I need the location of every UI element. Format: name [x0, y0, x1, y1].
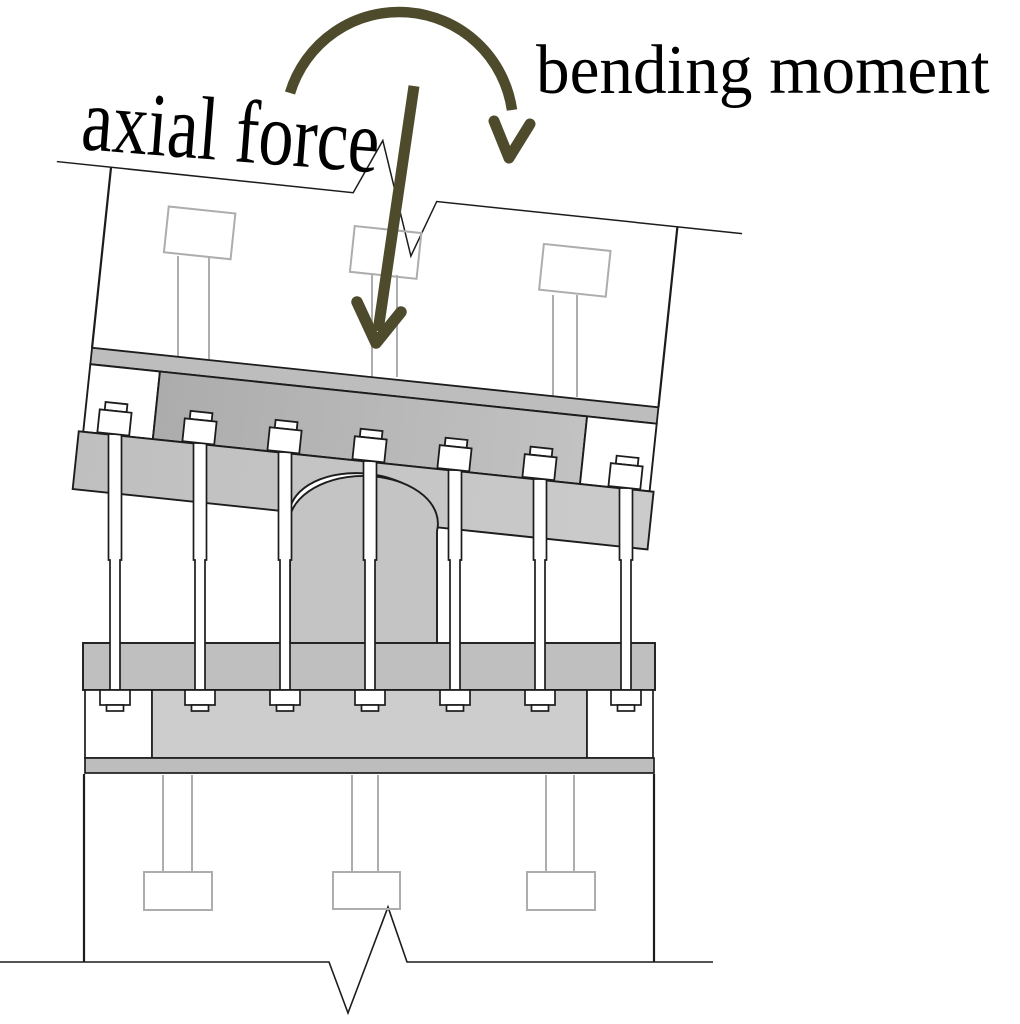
bolt-head: [351, 427, 388, 464]
bottom-nuts: [99, 689, 642, 712]
embedded-anchor-plate: [143, 871, 213, 911]
arch-tongue: [289, 474, 439, 647]
axial-force-arrowhead-icon: [351, 296, 407, 349]
connection-rod: [618, 487, 634, 691]
bending-moment-arrowhead-icon: [488, 115, 536, 164]
lower-column-edges: [82, 774, 656, 962]
load-arrows: [284, 6, 536, 349]
nut: [99, 689, 131, 712]
base-flange-strip: [84, 757, 655, 774]
bolt-head: [96, 400, 133, 437]
nut: [184, 689, 216, 712]
bolt-head: [436, 436, 473, 473]
nut: [269, 689, 301, 712]
connection-rod: [532, 478, 548, 691]
connection-rod: [362, 460, 378, 691]
connection-rod: [192, 442, 208, 691]
upper-column-edges: [90, 167, 679, 408]
nut: [354, 689, 386, 712]
upper-embedded-bolt-heads: [162, 205, 612, 298]
lower-assembly: [0, 474, 713, 1016]
nut: [439, 689, 471, 712]
embedded-anchor-plate: [332, 871, 401, 910]
bolt-head: [266, 418, 303, 455]
axial-force-label: axial force: [78, 70, 383, 192]
bending-moment-arc: [284, 6, 518, 111]
embedded-anchor-plate: [526, 871, 596, 911]
connection-rod: [447, 469, 463, 691]
labels: axial force bending moment: [78, 31, 989, 193]
nut: [524, 689, 556, 712]
bolt-head: [181, 409, 218, 446]
nut: [610, 689, 642, 712]
top-bolt-heads: [96, 400, 644, 491]
connection-rods: [107, 433, 634, 691]
connection-rod: [277, 451, 293, 691]
embedded-bolt-head: [537, 242, 612, 298]
connection-rod: [107, 433, 123, 691]
bending-moment-label: bending moment: [536, 31, 990, 109]
embedded-bolt-head: [162, 205, 237, 261]
lower-embedded-shank-lines: [162, 775, 575, 872]
axial-force-shaft: [372, 85, 420, 332]
bolt-head: [607, 454, 644, 491]
bolt-head: [521, 445, 558, 482]
lower-break-line: [0, 904, 713, 1016]
lower-embedded-anchor-bolts: [143, 775, 596, 911]
